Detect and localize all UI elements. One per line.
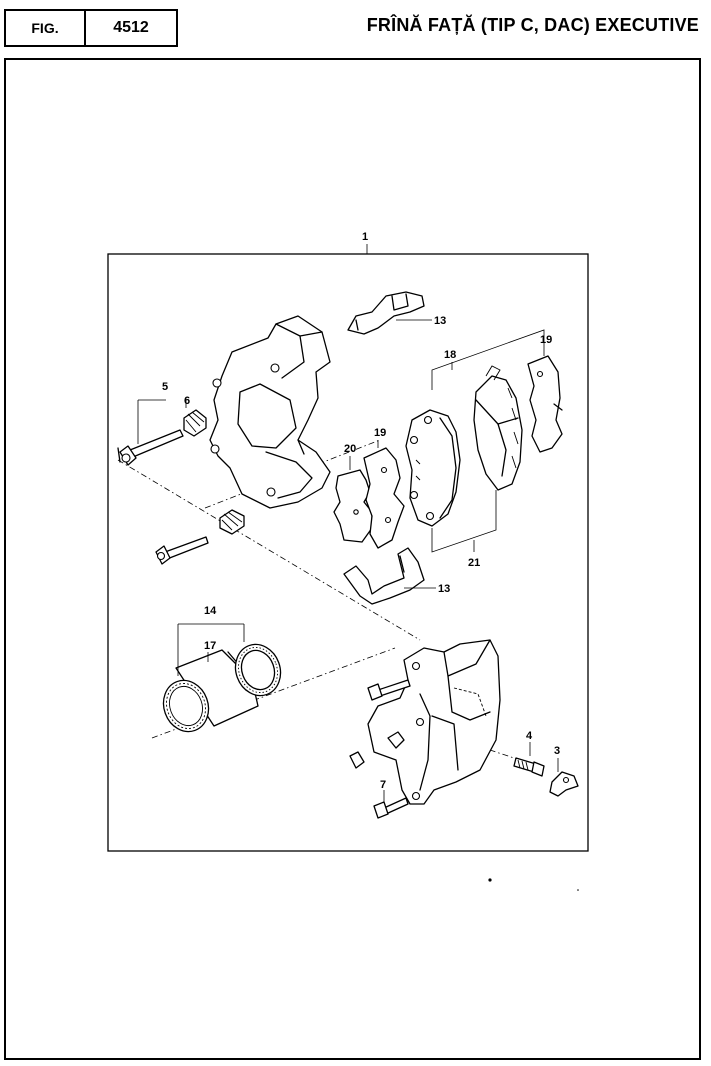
dust-boot-lower	[219, 509, 245, 535]
shim-outer	[333, 469, 373, 543]
page-title: FRÎNĂ FAȚĂ (TIP C, DAC) EXECUTIVE	[366, 15, 699, 35]
bleeder-cap	[549, 771, 579, 797]
mounting-bolt-lower	[373, 797, 409, 819]
caliper-bracket	[209, 315, 331, 509]
callout-21: 21	[468, 557, 480, 569]
callout-3: 3	[554, 745, 560, 757]
shim-inner-right	[527, 355, 563, 453]
brake-pad-outer	[473, 365, 523, 491]
brake-pad-inner	[405, 409, 461, 527]
bleeder-screw	[349, 751, 365, 769]
callout-7: 7	[380, 779, 386, 791]
centerline-lower	[204, 439, 381, 509]
callout-4: 4	[526, 730, 533, 742]
callout-13a: 13	[434, 315, 446, 327]
scan-speck	[577, 889, 579, 891]
anti-rattle-spring-upper	[347, 291, 425, 335]
dust-boot-upper	[183, 409, 207, 437]
callout-17: 17	[204, 640, 216, 652]
leader-18-bracket	[431, 329, 545, 390]
leader-14-bracket	[177, 623, 245, 676]
diagram-frame	[4, 58, 701, 1060]
callout-20: 20	[344, 443, 356, 455]
guide-pin-upper	[117, 429, 184, 466]
anti-rattle-spring-lower	[343, 547, 425, 605]
callout-14: 14	[204, 605, 217, 617]
callout-19b: 19	[540, 334, 552, 346]
guide-bolt	[513, 757, 545, 777]
callout-13b: 13	[438, 583, 450, 595]
fig-number: 4512	[84, 9, 178, 47]
shim-inner-left	[363, 447, 405, 549]
centerline-upper	[117, 459, 421, 641]
leader-5	[137, 399, 166, 444]
guide-pin-lower	[155, 536, 209, 565]
mounting-bolt-upper	[367, 679, 411, 701]
caliper-body	[367, 639, 501, 805]
callout-18: 18	[444, 349, 456, 361]
callout-1: 1	[362, 231, 368, 243]
callout-6: 6	[184, 395, 190, 407]
leader-21-bracket	[431, 490, 497, 553]
callout-19a: 19	[374, 427, 386, 439]
seal-ring	[234, 643, 282, 697]
callout-5: 5	[162, 381, 168, 393]
scan-speck	[488, 878, 492, 882]
assembly-box	[107, 253, 589, 852]
